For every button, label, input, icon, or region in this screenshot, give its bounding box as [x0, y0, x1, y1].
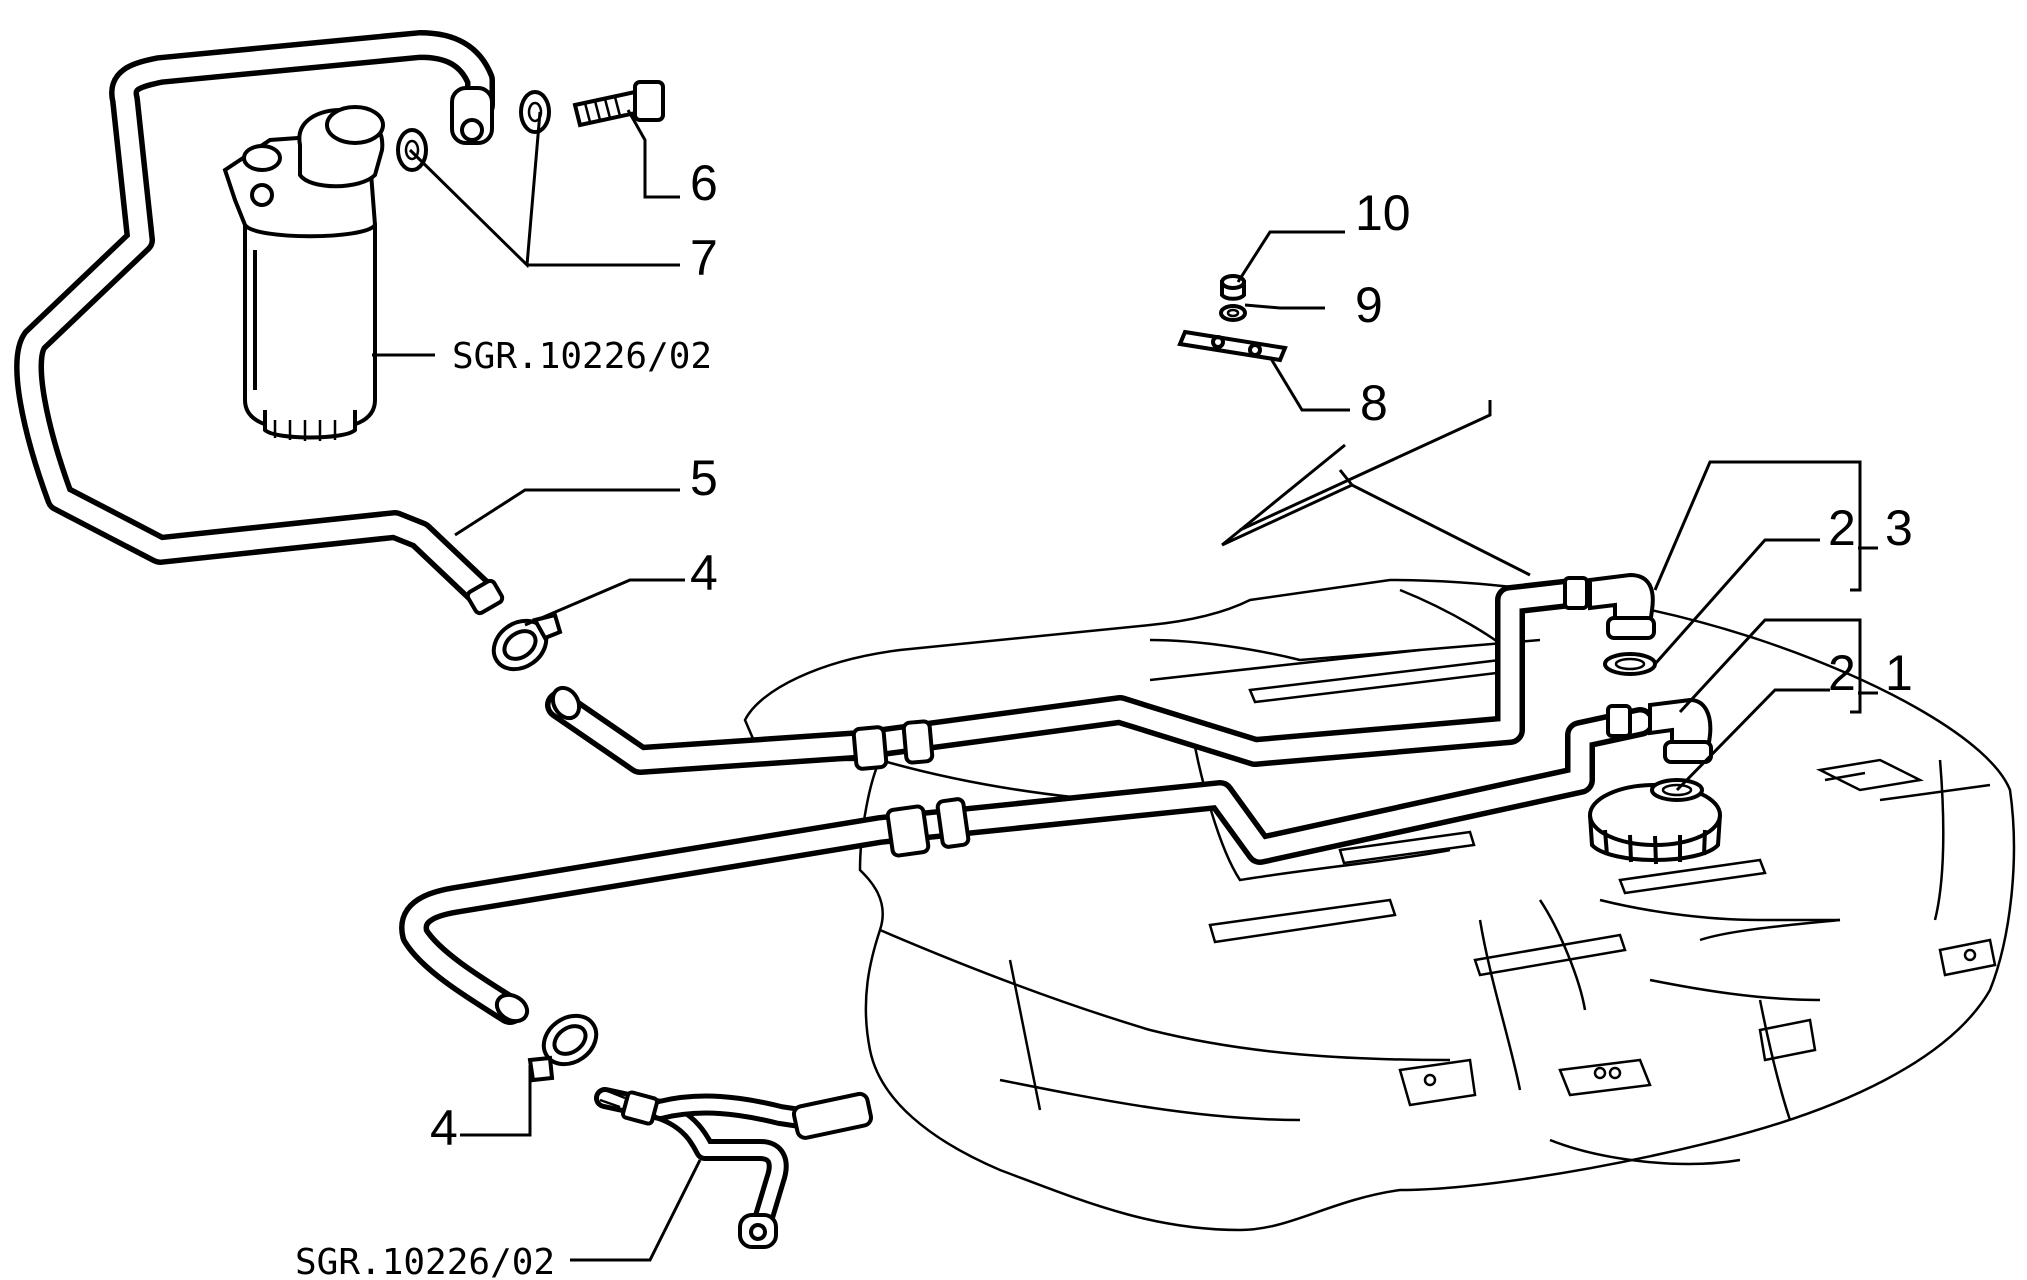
callout-1: 1 — [1885, 645, 1913, 701]
callout-2-lower: 2 — [1828, 645, 1856, 701]
fuel-tank — [743, 578, 2016, 1232]
fuel-hoses — [14, 30, 1655, 1025]
filter-reference: SGR.10226/02 — [452, 336, 712, 377]
callout-5: 5 — [690, 450, 718, 506]
callout-8: 8 — [1360, 375, 1388, 431]
callout-6: 6 — [690, 155, 718, 211]
callout-2-upper: 2 — [1828, 500, 1856, 556]
fuel-feed-pipe — [594, 1087, 874, 1249]
reference-codes: SGR.10226/02 SGR.10226/02 — [295, 336, 712, 1280]
elbow-connectors — [1588, 572, 1713, 802]
hose-clamps — [491, 612, 599, 1083]
leader-lines — [372, 109, 1862, 1262]
callout-labels: 6 7 5 4 4 10 9 8 2 3 2 1 — [430, 155, 1913, 1156]
fuel-filter — [222, 105, 385, 441]
callout-10: 10 — [1355, 185, 1411, 241]
callout-4-upper: 4 — [690, 545, 718, 601]
callout-9: 9 — [1355, 277, 1383, 333]
bracket-assembly — [1177, 274, 1288, 363]
pipe-reference: SGR.10226/02 — [295, 1242, 555, 1280]
callout-7: 7 — [690, 230, 718, 286]
callout-4-lower: 4 — [430, 1100, 458, 1156]
callout-3: 3 — [1885, 500, 1913, 556]
